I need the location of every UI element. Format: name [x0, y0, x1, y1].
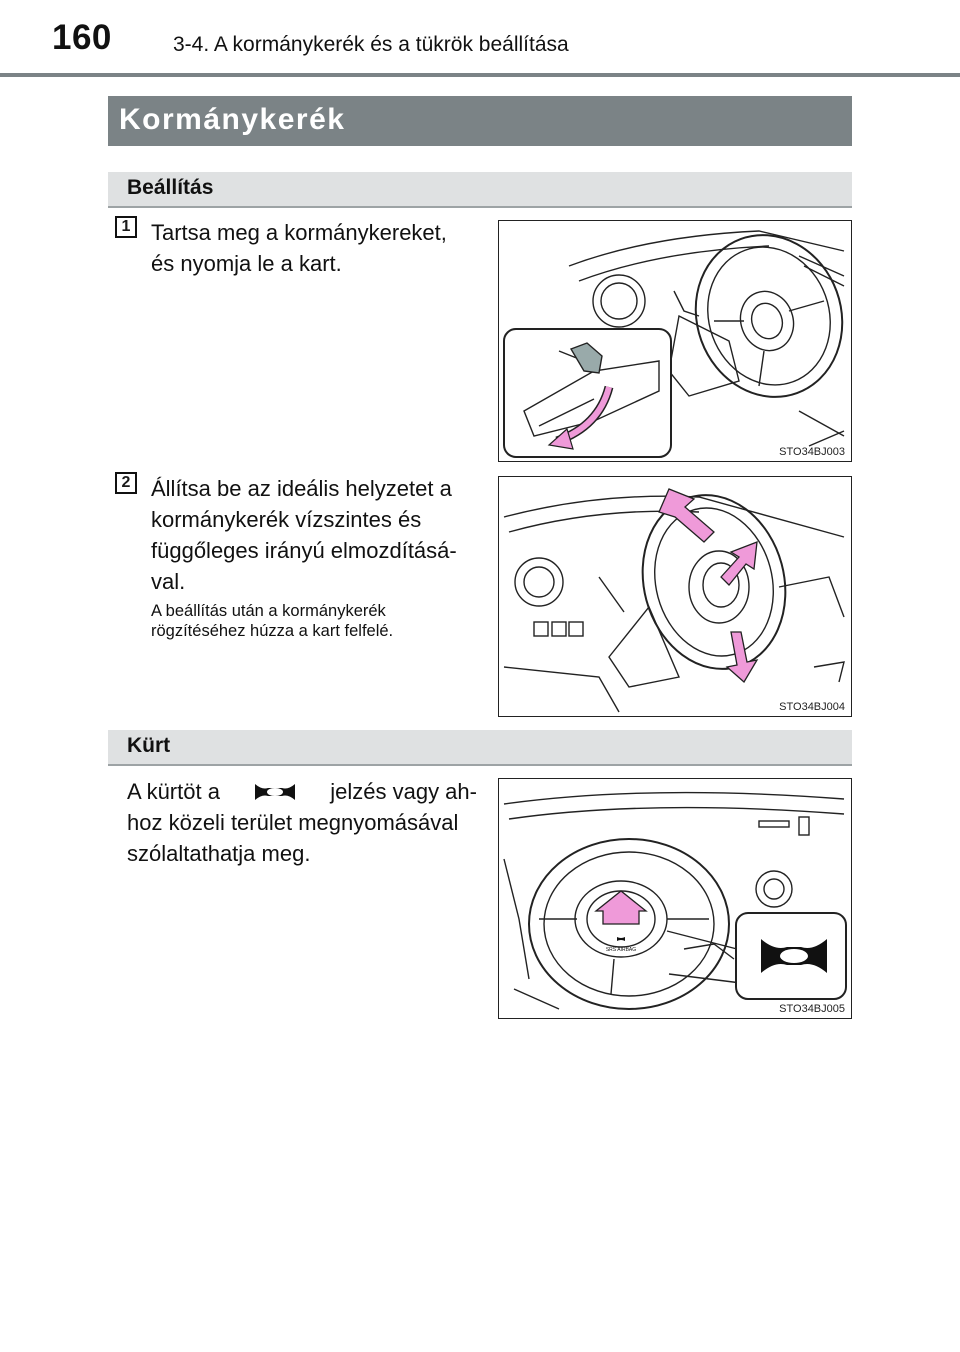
step-1-line: Tartsa meg a kormánykereket,	[151, 220, 447, 245]
step-2-note: A beállítás után a kormánykerék rögzítés…	[151, 601, 477, 641]
figure-code: STO34BJ004	[779, 701, 845, 713]
airbag-label: SRS AIRBAG	[606, 947, 636, 953]
steering-wheel-illustration	[503, 230, 845, 458]
step-2-line: Állítsa be az ideális helyzetet a	[151, 476, 452, 501]
figure-steering-adjust: STO34BJ004	[498, 476, 852, 717]
horn-text-first-line: A kürtöt a jelzés vagy ah-	[127, 776, 477, 807]
figure-horn: SRS AIRBAG STO34BJ005	[498, 778, 852, 1019]
horn-text-after-icon: jelzés vagy ah-	[330, 779, 477, 804]
section-heading: Kormánykerék	[108, 96, 852, 146]
note-line: A beállítás után a kormánykerék	[151, 602, 386, 620]
horn-icon	[761, 939, 827, 973]
horn-text-line: szólaltathatja meg.	[127, 841, 311, 866]
step-1-line: és nyomja le a kart.	[151, 251, 342, 276]
horn-text-line: hoz közeli terület megnyomásával	[127, 810, 459, 835]
subsection-heading-horn: Kürt	[108, 730, 852, 766]
horn-icon	[255, 783, 296, 800]
step-2-line: függőleges irányú elmozdításá-	[151, 538, 457, 563]
step-2-text: Állítsa be az ideális helyzetet a kormán…	[151, 473, 481, 597]
header-divider	[0, 73, 960, 77]
figure-steering-lever-release: STO34BJ003	[498, 220, 852, 462]
horn-text: A kürtöt a jelzés vagy ah- hoz közeli te…	[127, 776, 477, 869]
horn-text-before-icon: A kürtöt a	[127, 779, 220, 804]
page-number: 160	[52, 18, 112, 57]
subsection-heading-adjust: Beállítás	[108, 172, 852, 208]
steering-lever-icon	[569, 342, 603, 374]
step-number-badge: 1	[115, 216, 137, 238]
step-number-badge: 2	[115, 472, 137, 494]
airbag-emblem: SRS AIRBAG	[606, 937, 636, 953]
note-line: rögzítéséhez húzza a kart felfelé.	[151, 622, 394, 640]
figure-code: STO34BJ003	[779, 446, 845, 458]
chapter-title: 3-4. A kormánykerék és a tükrök beállítá…	[173, 33, 569, 56]
figure-code: STO34BJ005	[779, 1003, 845, 1015]
step-2-line: kormánykerék vízszintes és	[151, 507, 422, 532]
steering-adjust-illustration	[503, 488, 845, 713]
horn-illustration: SRS AIRBAG	[503, 791, 847, 1010]
step-2-line: val.	[151, 569, 186, 594]
step-1-text: Tartsa meg a kormánykereket, és nyomja l…	[151, 217, 481, 279]
